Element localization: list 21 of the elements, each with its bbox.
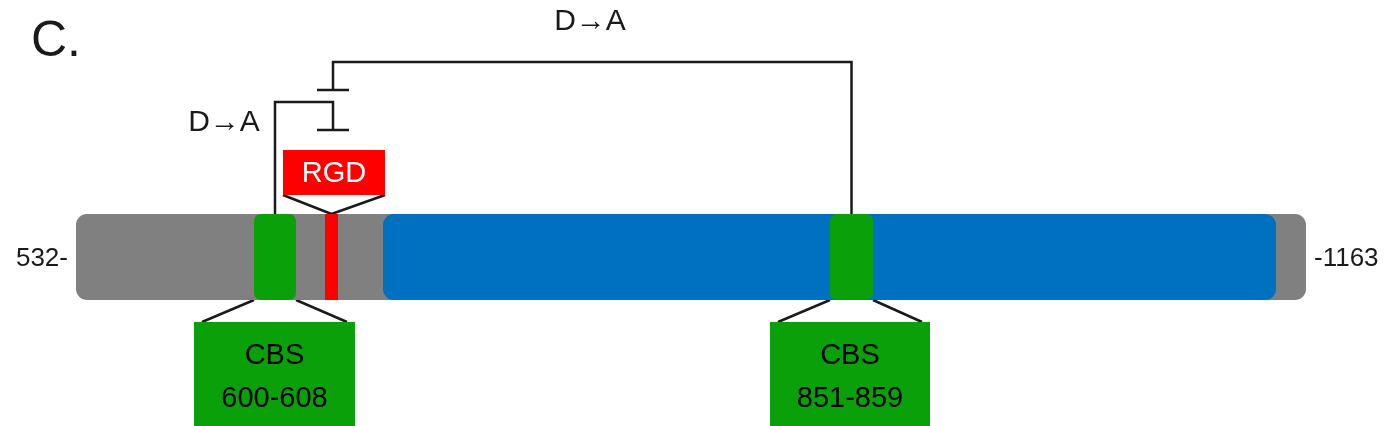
- inhibition-line: [273, 100, 351, 214]
- motif-name: RGD: [301, 158, 367, 187]
- binding-site-segment: [830, 214, 873, 300]
- residue-start-label: 532-: [15, 244, 68, 270]
- binding-site-callout: [194, 322, 355, 426]
- domain-bar: [383, 214, 1276, 300]
- binding-site-segment: [254, 214, 296, 300]
- panel-letter: C.: [31, 14, 81, 64]
- protein-bar: [76, 214, 1306, 300]
- residue-range: 600-608: [221, 380, 328, 415]
- binding-site-callout: [770, 322, 930, 426]
- zoom-lines: [776, 298, 924, 324]
- zoom-lines: [200, 298, 349, 324]
- residue-end-label: -1163: [1314, 244, 1379, 270]
- zoom-lines: [281, 193, 387, 216]
- motif-stripe: [325, 214, 338, 300]
- site-name: CBS: [820, 337, 880, 372]
- site-name: CBS: [244, 337, 305, 372]
- inhibition-line: [315, 60, 853, 214]
- motif-callout: [283, 150, 385, 195]
- residue-range: 851-859: [796, 380, 904, 415]
